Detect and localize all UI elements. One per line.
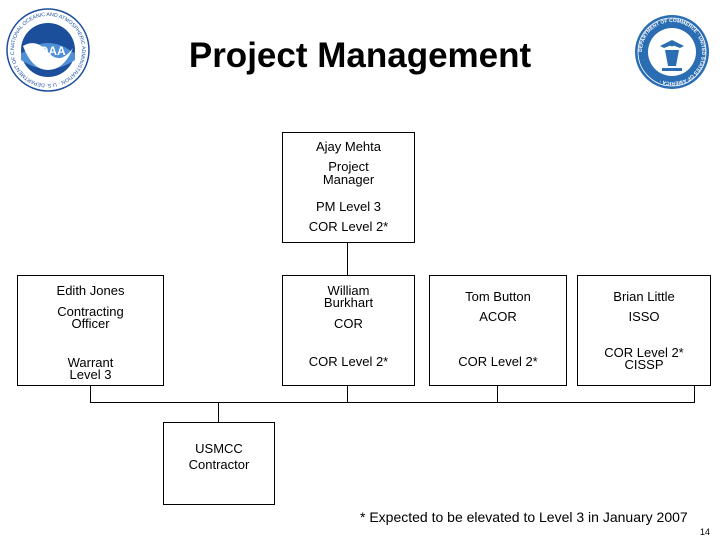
page-title: Project Management [188,36,532,75]
commerce-seal: DEPARTMENT OF COMMERCE · UNITED STATES O… [635,15,709,89]
connector-co-down [90,385,91,402]
cor-name-line1: William [327,283,370,298]
pm-name: Ajay Mehta [315,139,382,154]
cor-level: COR Level 2* [308,354,389,369]
connector-bottom-bus [90,402,695,403]
page-number: 14 [700,527,711,537]
acor-name: Tom Button [465,289,531,304]
co-level-line2: Level 3 [69,367,112,382]
noaa-logo-text: NOAA [30,44,66,58]
isso-role: ISSO [628,309,660,324]
footnote: * Expected to be elevated to Level 3 in … [360,509,688,525]
connector-pm-stem [347,242,348,275]
co-box: Edith Jones Contracting Officer Warrant … [17,275,164,386]
acor-role: ACOR [479,309,517,324]
connector-acor-down [497,385,498,402]
pm-role-line1: Project [328,159,369,174]
cor-name-line2: Burkhart [323,295,374,310]
co-role-line2: Officer [71,316,110,331]
isso-level-line2: CISSP [624,357,664,372]
connector-cor1-down [347,385,348,402]
acor-level: COR Level 2* [458,354,538,369]
co-level-line1: Warrant [67,355,114,370]
co-role-line1: Contracting [57,304,124,319]
noaa-logo: NATIONAL OCEANIC AND ATMOSPHERIC ADMINIS… [6,8,90,92]
connector-isso-down [694,385,695,402]
pm-role-line2: Manager [322,172,375,187]
isso-level-line1: COR Level 2* [604,345,684,360]
pm-level1: PM Level 3 [315,199,382,214]
cor-role: COR [334,316,363,331]
contractor-box: USMCC Contractor [163,422,275,505]
pm-level2: COR Level 2* [308,219,389,234]
isso-box: Brian Little ISSO COR Level 2* CISSP [577,275,711,386]
contractor-line1: USMCC [195,441,243,456]
co-name: Edith Jones [56,283,125,298]
connector-contractor-stem [218,402,219,422]
isso-name: Brian Little [613,289,675,304]
pm-box: Ajay Mehta Project Manager PM Level 3 CO… [282,132,415,243]
acor-box: Tom Button ACOR COR Level 2* [429,275,567,386]
contractor-line2: Contractor [188,457,250,472]
cor-box: William Burkhart COR COR Level 2* [282,275,415,386]
